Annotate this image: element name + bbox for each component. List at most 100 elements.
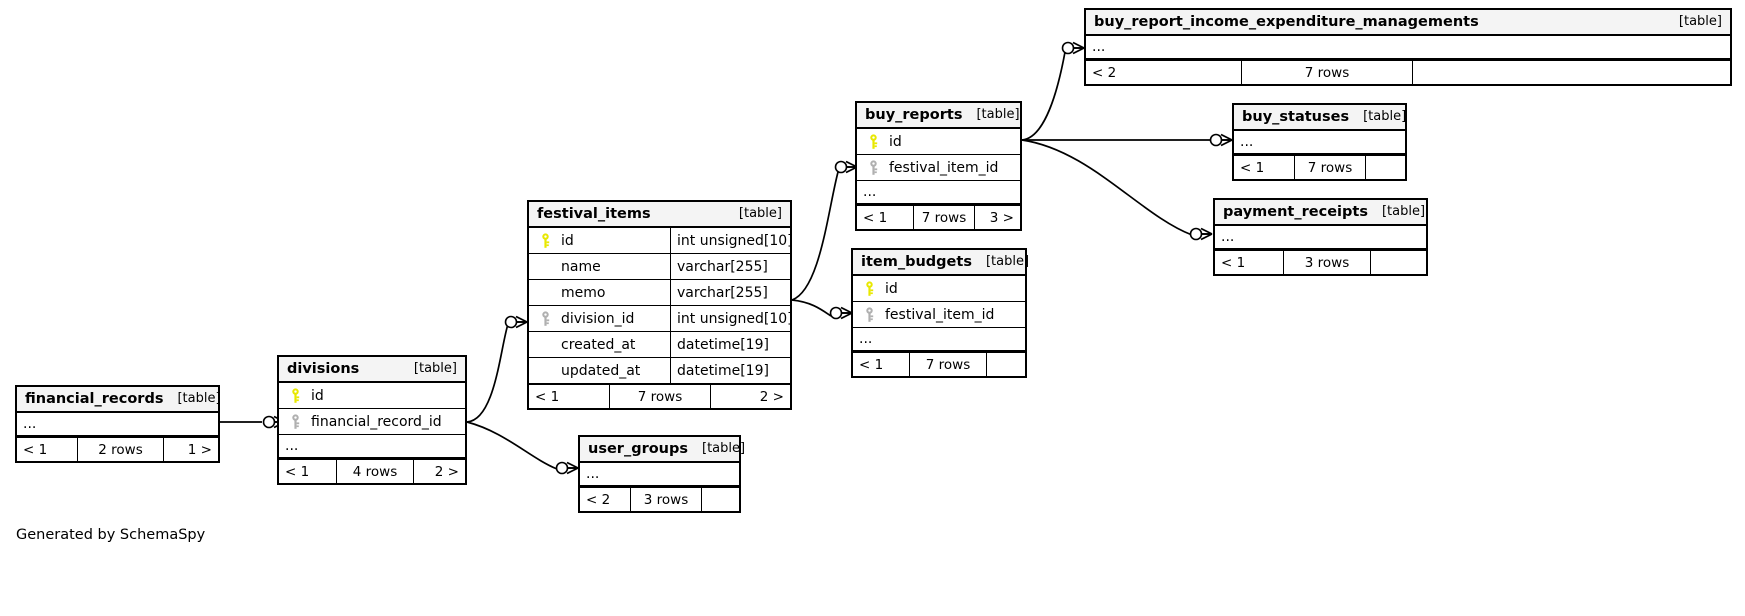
- table-footer-payment_receipts: < 1 3 rows: [1215, 250, 1426, 274]
- column-name-cell: id: [853, 276, 1025, 301]
- column-name: id: [311, 387, 324, 404]
- table-title: buy_statuses: [1242, 108, 1350, 125]
- parent-relationship-count: < 2: [1092, 64, 1117, 81]
- column-row-id[interactable]: id: [279, 383, 465, 409]
- column-row-festival_item_id[interactable]: festival_item_id: [853, 302, 1025, 328]
- parent-relationship-count: < 1: [1240, 159, 1265, 176]
- hidden-columns-ellipsis: ...: [1086, 36, 1730, 60]
- column-type-cell: varchar[255]: [670, 280, 790, 305]
- table-type-tag: [table]: [177, 391, 221, 406]
- parent-relationship-count: < 1: [535, 388, 560, 405]
- hidden-columns-ellipsis: ...: [279, 435, 465, 459]
- row-count: 7 rows: [913, 206, 975, 229]
- column-row-festival_item_id[interactable]: festival_item_id: [857, 155, 1020, 181]
- table-node-buy_report_income_expenditure_managements[interactable]: buy_report_income_expenditure_management…: [1084, 8, 1732, 86]
- column-name: updated_at: [561, 362, 641, 379]
- row-count: 4 rows: [336, 460, 414, 483]
- table-footer-buy_report_income_expenditure_managements: < 2 7 rows: [1086, 60, 1730, 84]
- hidden-columns-ellipsis: ...: [853, 328, 1025, 352]
- child-relationship-count: [1366, 156, 1405, 179]
- primary-key-icon: [863, 133, 883, 150]
- column-name-cell: created_at: [529, 332, 670, 357]
- table-title: divisions: [287, 360, 360, 377]
- child-relationship-count: [1413, 61, 1730, 84]
- column-name: name: [561, 258, 601, 275]
- foreign-key-icon: [285, 413, 305, 430]
- column-type-cell: int unsigned[10]: [670, 306, 793, 331]
- table-type-tag: [table]: [702, 441, 746, 456]
- edge-divisions-festival_items: [466, 323, 509, 423]
- primary-key-icon: [285, 387, 305, 404]
- generated-by-note: Generated by SchemaSpy: [16, 527, 206, 543]
- column-name-cell: name: [529, 254, 670, 279]
- parent-relationship-count: < 1: [285, 463, 310, 480]
- primary-key-icon: [859, 280, 879, 297]
- foreign-key-icon: [859, 306, 879, 323]
- column-row-financial_record_id[interactable]: financial_record_id: [279, 409, 465, 435]
- primary-key-icon: [535, 232, 555, 249]
- edge-divisions-user_groups: [466, 421, 558, 470]
- edge-endpoint-circle: [504, 315, 518, 329]
- edge-buy_reports-income_expenditure: [1021, 51, 1066, 141]
- row-count: 7 rows: [909, 353, 987, 376]
- row-count: 7 rows: [1241, 61, 1413, 84]
- table-type-tag: [table]: [413, 361, 457, 376]
- column-name: created_at: [561, 336, 636, 353]
- column-name: financial_record_id: [311, 413, 442, 430]
- table-type-tag: [table]: [1363, 109, 1407, 124]
- table-title: payment_receipts: [1223, 203, 1368, 220]
- edge-festival_items-buy_reports: [791, 171, 839, 301]
- column-name-cell: updated_at: [529, 358, 670, 383]
- column-name: festival_item_id: [889, 159, 999, 176]
- table-header-buy_statuses: buy_statuses [table]: [1234, 105, 1407, 131]
- table-header-user_groups: user_groups[table]: [580, 437, 745, 463]
- table-header-buy_report_income_expenditure_managements: buy_report_income_expenditure_management…: [1086, 10, 1730, 36]
- column-name: memo: [561, 284, 606, 301]
- column-name-cell: id: [529, 228, 670, 253]
- edge-endpoint-circle: [829, 306, 843, 320]
- edge-endpoint-circle: [262, 415, 276, 429]
- child-relationship-count: 3 >: [989, 209, 1014, 226]
- column-name-cell: division_id: [529, 306, 670, 331]
- column-row-id[interactable]: id: [853, 276, 1025, 302]
- table-type-tag: [table]: [1678, 14, 1722, 29]
- hidden-columns-ellipsis: ...: [580, 463, 739, 487]
- column-name-cell: memo: [529, 280, 670, 305]
- edge-endpoint-circle: [834, 160, 848, 174]
- child-relationship-count: 2 >: [759, 388, 784, 405]
- table-node-divisions[interactable]: divisions [table] id financial_record_id...…: [277, 355, 467, 485]
- column-name: id: [885, 280, 898, 297]
- hidden-columns-ellipsis: ...: [857, 181, 1020, 205]
- table-title: item_budgets: [861, 253, 972, 270]
- column-type-cell: varchar[255]: [670, 254, 790, 279]
- row-count: 3 rows: [1283, 251, 1371, 274]
- column-row-name[interactable]: name varchar[255]: [529, 254, 790, 280]
- child-relationship-count: 1 >: [187, 441, 212, 458]
- parent-relationship-count: < 1: [1221, 254, 1246, 271]
- table-header-festival_items: festival_items[table]: [529, 202, 790, 228]
- table-header-financial_records: financial_records[table]: [17, 387, 221, 413]
- column-row-id[interactable]: id: [857, 129, 1020, 155]
- column-name-cell: festival_item_id: [857, 155, 1020, 180]
- edge-endpoint-circle: [555, 461, 569, 475]
- row-count: 2 rows: [77, 438, 164, 461]
- column-type-cell: int unsigned[10]: [670, 228, 793, 253]
- column-row-memo[interactable]: memo varchar[255]: [529, 280, 790, 306]
